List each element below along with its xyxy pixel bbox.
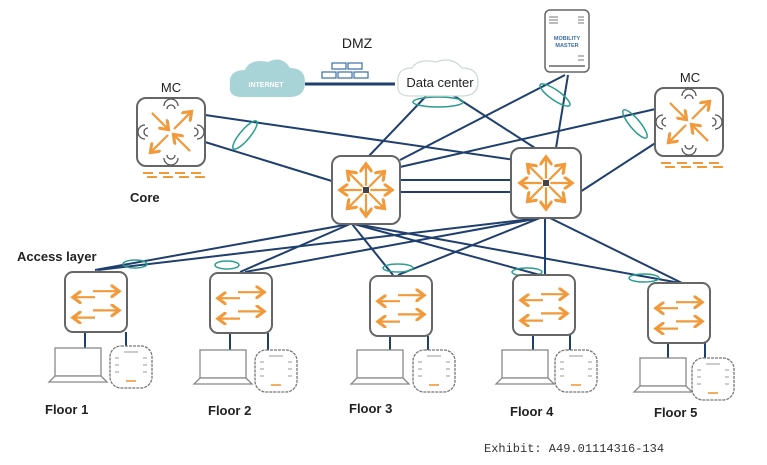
- arrow-out-icon: [349, 173, 364, 188]
- access-layer-label: Access layer: [17, 249, 97, 264]
- internet-label: INTERNET: [249, 82, 285, 89]
- laptop-icon-floor-5: [632, 357, 694, 393]
- switch-chassis: [209, 272, 273, 334]
- link-mc-right-core2: [579, 139, 661, 193]
- hub-dot: [363, 187, 369, 193]
- data-center-cloud: Data center: [397, 59, 479, 97]
- arrow-out-icon: [670, 124, 687, 141]
- link-mc-right-core1: [399, 107, 661, 168]
- lag-ring: [122, 259, 148, 269]
- mobility-controller-right: MC: [654, 70, 724, 168]
- laptop-icon-floor-4: [494, 349, 556, 385]
- arrow-out-icon: [368, 173, 383, 188]
- access-layer: [47, 271, 735, 401]
- lag-ring: [628, 273, 660, 283]
- link-core1-acc2: [239, 223, 351, 273]
- arrow-in-icon: [175, 136, 191, 152]
- arrow-out-icon: [548, 185, 563, 200]
- link-core1-acc4: [353, 223, 541, 276]
- link-core2-acc2: [244, 217, 541, 273]
- access-switch-floor-3: [369, 275, 433, 337]
- arrow-out-icon: [152, 134, 169, 151]
- floor-3-label: Floor 3: [349, 401, 392, 416]
- access-point-icon-floor-2: [254, 349, 298, 393]
- internet-cloud-icon: INTERNET: [229, 59, 305, 97]
- core-switch-2: [510, 147, 582, 219]
- mobility-master-label-line1: MOBILITY: [554, 36, 581, 42]
- link-mm-core2: [555, 74, 569, 149]
- link-core1-acc1: [94, 223, 351, 271]
- lag-ring: [214, 260, 240, 270]
- link-mc-left-core2: [204, 141, 336, 183]
- arrow-out-icon: [529, 185, 544, 200]
- link-mm-core1: [399, 74, 566, 161]
- lag-ring: [382, 263, 414, 273]
- core-switch-1: [331, 155, 401, 225]
- access-switch-floor-4: [512, 274, 576, 336]
- floor-5-label: Floor 5: [654, 405, 697, 420]
- laptop-icon-floor-2: [192, 349, 254, 385]
- mc-left-label: MC: [161, 80, 181, 95]
- switch-chassis: [369, 275, 433, 337]
- lag-ring: [539, 83, 571, 107]
- arrow-out-icon: [368, 192, 383, 207]
- mobility-master-label-line2: MASTER: [555, 43, 578, 49]
- data-center-label: Data center: [406, 75, 474, 90]
- arrow-out-icon: [548, 166, 563, 181]
- link-core1-acc5: [355, 223, 681, 284]
- access-switch-floor-1: [64, 271, 128, 333]
- dmz-label: DMZ: [342, 35, 373, 51]
- access-point-icon-floor-5: [691, 357, 735, 401]
- exhibit-caption: Exhibit: A49.01114316-134: [484, 442, 664, 456]
- arrow-out-icon: [691, 103, 708, 120]
- wireless-signal-icon: [137, 98, 205, 166]
- link-core2-acc1: [97, 217, 541, 271]
- arrow-in-icon: [669, 102, 685, 118]
- lag-ring: [622, 109, 648, 139]
- switch-chassis: [64, 271, 128, 333]
- mobility-master-server-icon: MOBILITY MASTER: [544, 9, 590, 73]
- access-point-icon-floor-3: [412, 349, 456, 393]
- arrow-out-icon: [349, 192, 364, 207]
- access-switch-floor-5: [647, 282, 711, 344]
- switch-chassis: [512, 274, 576, 336]
- floor-2-label: Floor 2: [208, 403, 251, 418]
- wireless-signal-icon: [655, 88, 723, 156]
- mobility-controller-left: MC: [136, 80, 206, 178]
- lag-rings: [122, 83, 660, 283]
- link-core2-acc3: [397, 217, 541, 276]
- arrow-out-icon: [173, 113, 190, 130]
- mc-right-label: MC: [680, 70, 700, 85]
- floor-1-label: Floor 1: [45, 402, 88, 417]
- lag-ring: [232, 120, 258, 150]
- lag-ring: [412, 96, 464, 108]
- access-point-icon-floor-1: [109, 345, 153, 389]
- switch-chassis: [647, 282, 711, 344]
- arrow-in-icon: [693, 126, 709, 142]
- arrow-out-icon: [529, 166, 544, 181]
- hub-dot: [543, 180, 549, 186]
- firewall-icon: [321, 62, 369, 79]
- access-point-icon-floor-4: [554, 349, 598, 393]
- floor-4-label: Floor 4: [510, 404, 554, 419]
- core-label: Core: [130, 190, 160, 205]
- link-dc-core1: [367, 91, 431, 158]
- arrow-in-icon: [151, 112, 167, 128]
- controller-chassis: [654, 87, 724, 157]
- laptop-icon-floor-3: [349, 349, 411, 385]
- access-switch-floor-2: [209, 272, 273, 334]
- controller-chassis: [136, 97, 206, 167]
- laptop-icon-floor-1: [47, 347, 109, 383]
- link-core2-acc5: [549, 217, 683, 284]
